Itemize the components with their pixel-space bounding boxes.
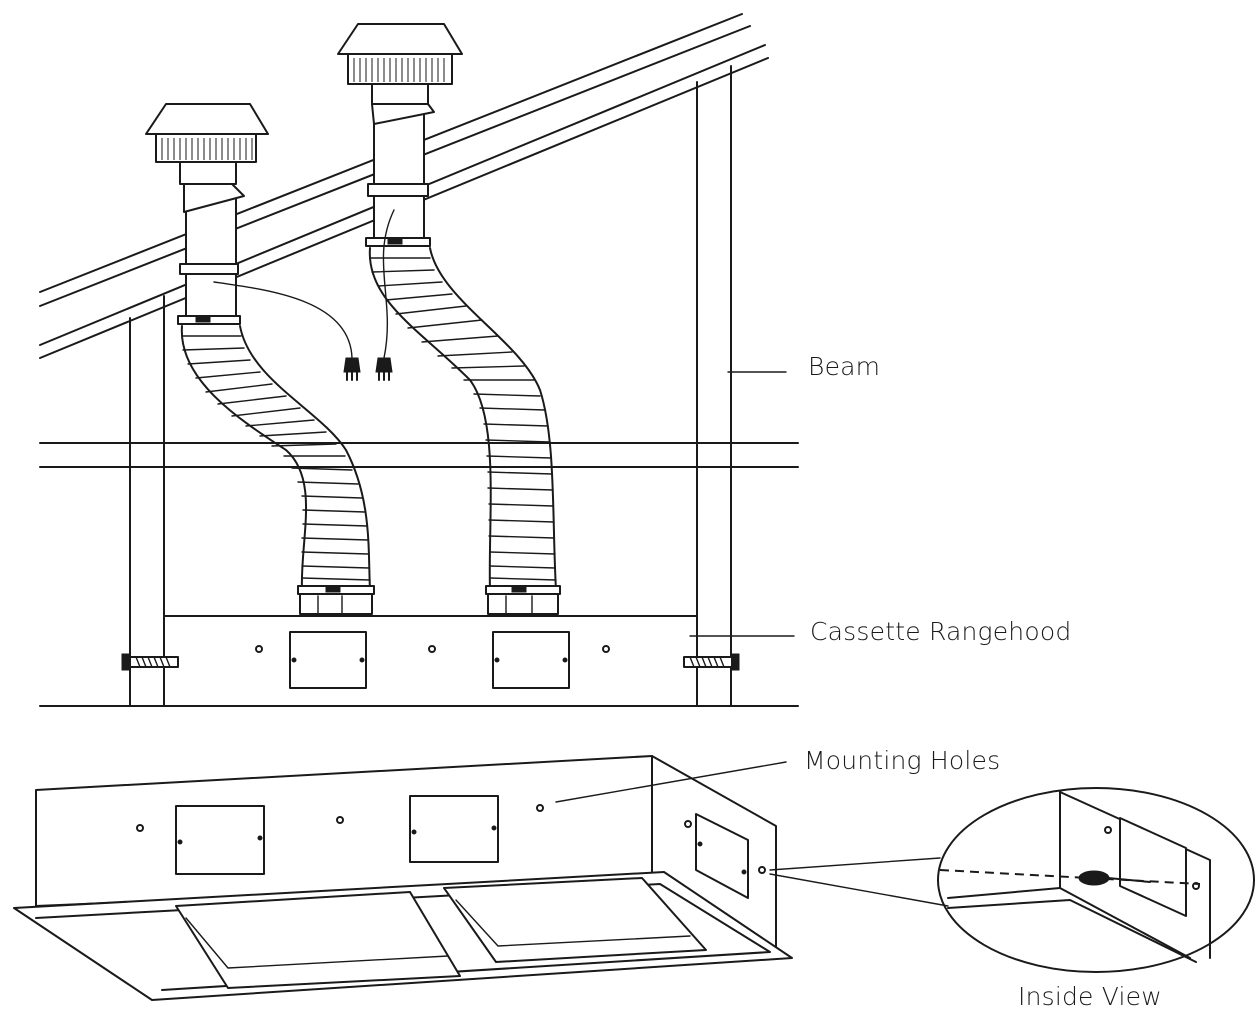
inside-view-label: Inside View — [1018, 982, 1162, 1011]
right-beam — [696, 65, 732, 706]
cassette-front-view — [121, 615, 740, 707]
ceiling-joist — [39, 442, 799, 468]
left-beam — [129, 295, 165, 706]
cassette-rangehood-label: Cassette Rangehood — [810, 617, 1072, 646]
beam-label: Beam — [808, 352, 881, 381]
mounting-holes-leader — [555, 761, 787, 803]
inside-view-detail — [769, 787, 1255, 973]
cassette-perspective-view — [13, 755, 793, 1001]
mounting-holes-label: Mounting Holes — [804, 746, 1001, 775]
power-cables — [213, 209, 395, 381]
left-duct — [145, 103, 375, 615]
right-duct — [337, 23, 561, 615]
